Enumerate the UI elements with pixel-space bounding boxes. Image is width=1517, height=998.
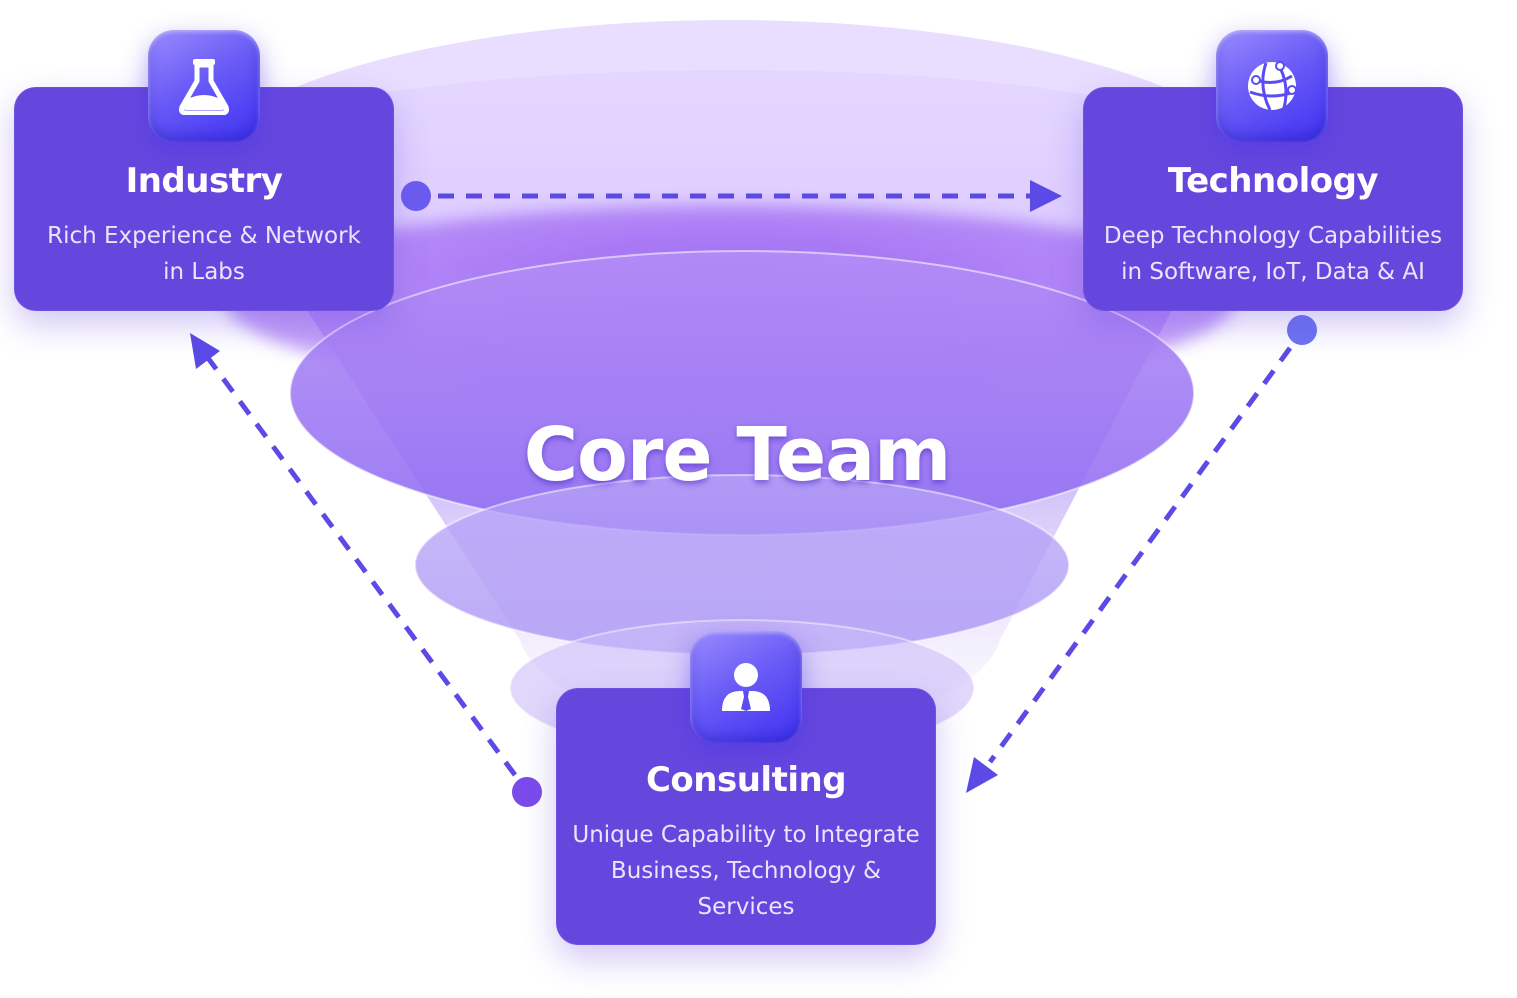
flow-arrowhead [1030, 180, 1062, 212]
industry-description: Rich Experience & Network in Labs [14, 218, 394, 290]
consultant-person-icon [690, 631, 802, 743]
flow-start-dot [401, 181, 431, 211]
technology-description: Deep Technology Capabilities in Software… [1083, 218, 1463, 290]
industry-description-line: Rich Experience & Network [47, 223, 361, 250]
technology-description-line: Deep Technology Capabilities [1103, 223, 1443, 250]
flow-start-dot [512, 777, 542, 807]
lab-flask-icon [148, 30, 260, 142]
industry-title: Industry [125, 161, 283, 201]
technology-title: Technology [1167, 161, 1379, 201]
flow-arrow-consulting-to-industry [190, 333, 542, 807]
consulting-description: Unique Capability to Integrate Business,… [556, 817, 936, 925]
consulting-title: Consulting [645, 760, 847, 800]
consulting-description-line: Business, Technology & [610, 858, 882, 885]
consulting-description-line: Unique Capability to Integrate [572, 822, 920, 849]
technology-description-line: in Software, IoT, Data & AI [1121, 259, 1425, 286]
core-team-title: Core Team [523, 412, 951, 498]
flow-arrow-industry-to-technology [401, 180, 1062, 212]
globe-network-icon [1216, 30, 1328, 142]
flow-start-dot [1287, 315, 1317, 345]
flow-arrowhead [190, 333, 220, 369]
flow-arrowhead [966, 757, 998, 793]
consulting-description-line: Services [697, 894, 795, 921]
industry-description-line: in Labs [163, 259, 245, 286]
flow-arrow-technology-to-consulting [966, 315, 1317, 793]
